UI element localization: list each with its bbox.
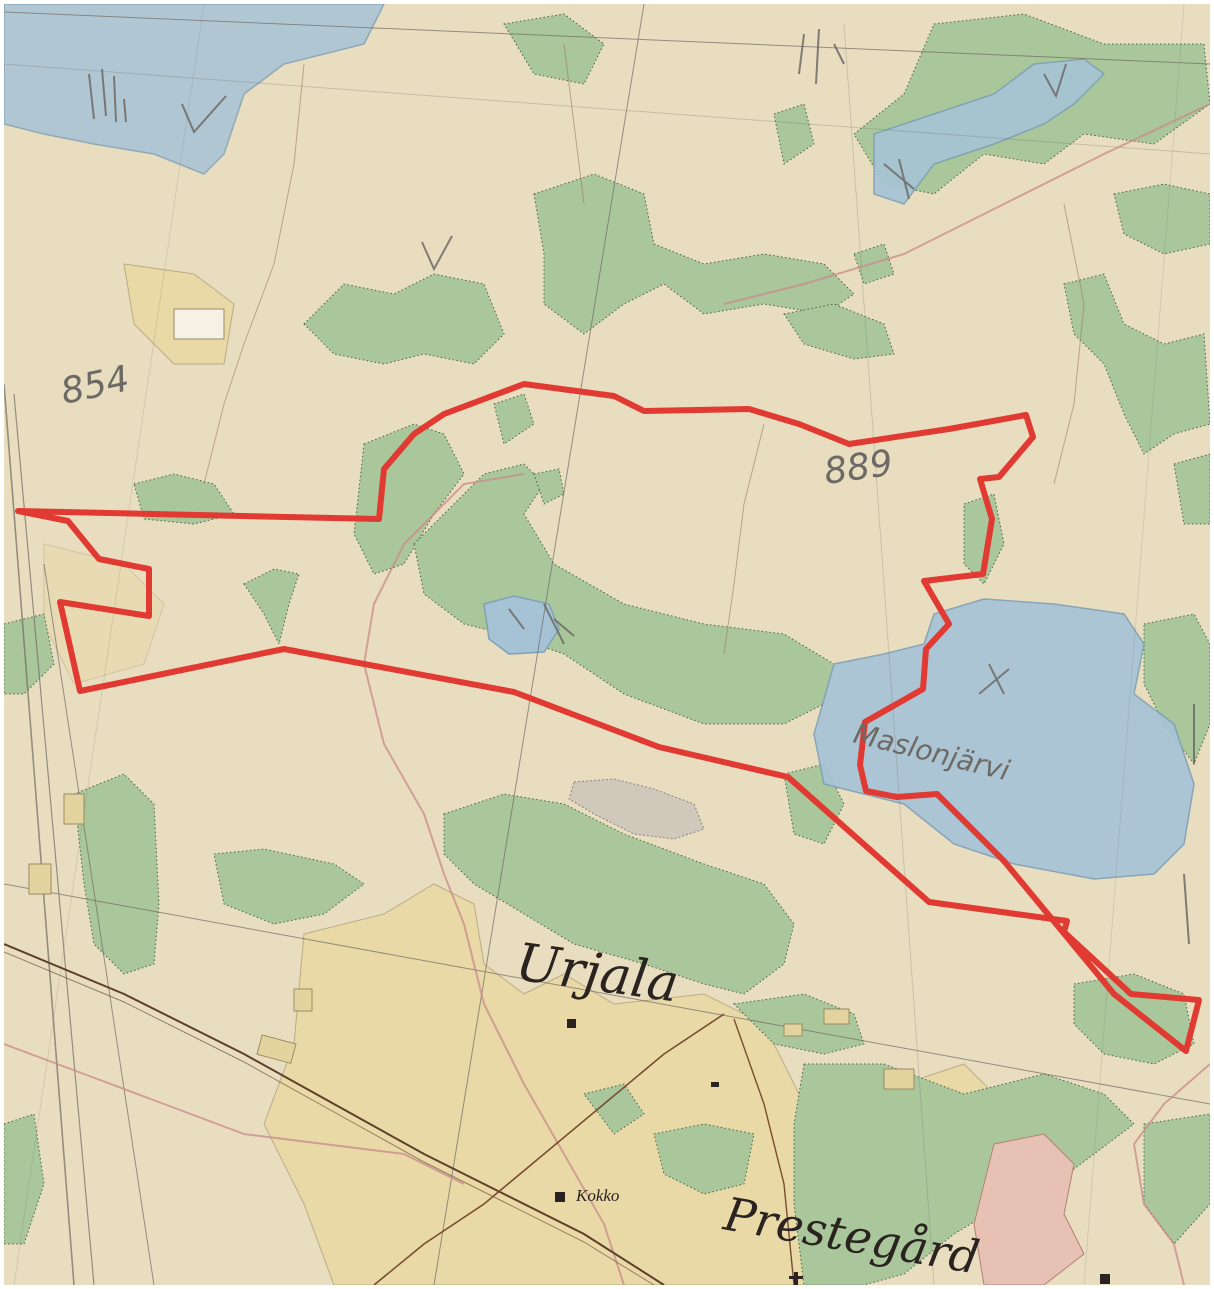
historical-map: 854 889 Urjala Kokko Prestegård Maslonjä… [4, 4, 1210, 1285]
building-icon [567, 1019, 576, 1028]
church-icon [789, 1272, 803, 1285]
streams [203, 43, 1085, 655]
small-fields [28, 308, 915, 1090]
grid-lines [4, 4, 1210, 1285]
farm-label: Kokko [575, 1186, 619, 1205]
main-roads [4, 943, 795, 1285]
pencil-number-889: 889 [822, 443, 896, 493]
building-icon [1100, 1274, 1110, 1284]
settlement-area [973, 1133, 1085, 1285]
map-canvas: 854 889 Urjala Kokko Prestegård Maslonjä… [4, 4, 1210, 1285]
water-areas [4, 4, 1195, 880]
building-markers [555, 1019, 1110, 1285]
pencil-marks [88, 28, 1195, 945]
rock-area [568, 778, 705, 840]
building-icon [711, 1082, 719, 1087]
property-boundary [15, 381, 1202, 1054]
building-icon [555, 1192, 565, 1202]
